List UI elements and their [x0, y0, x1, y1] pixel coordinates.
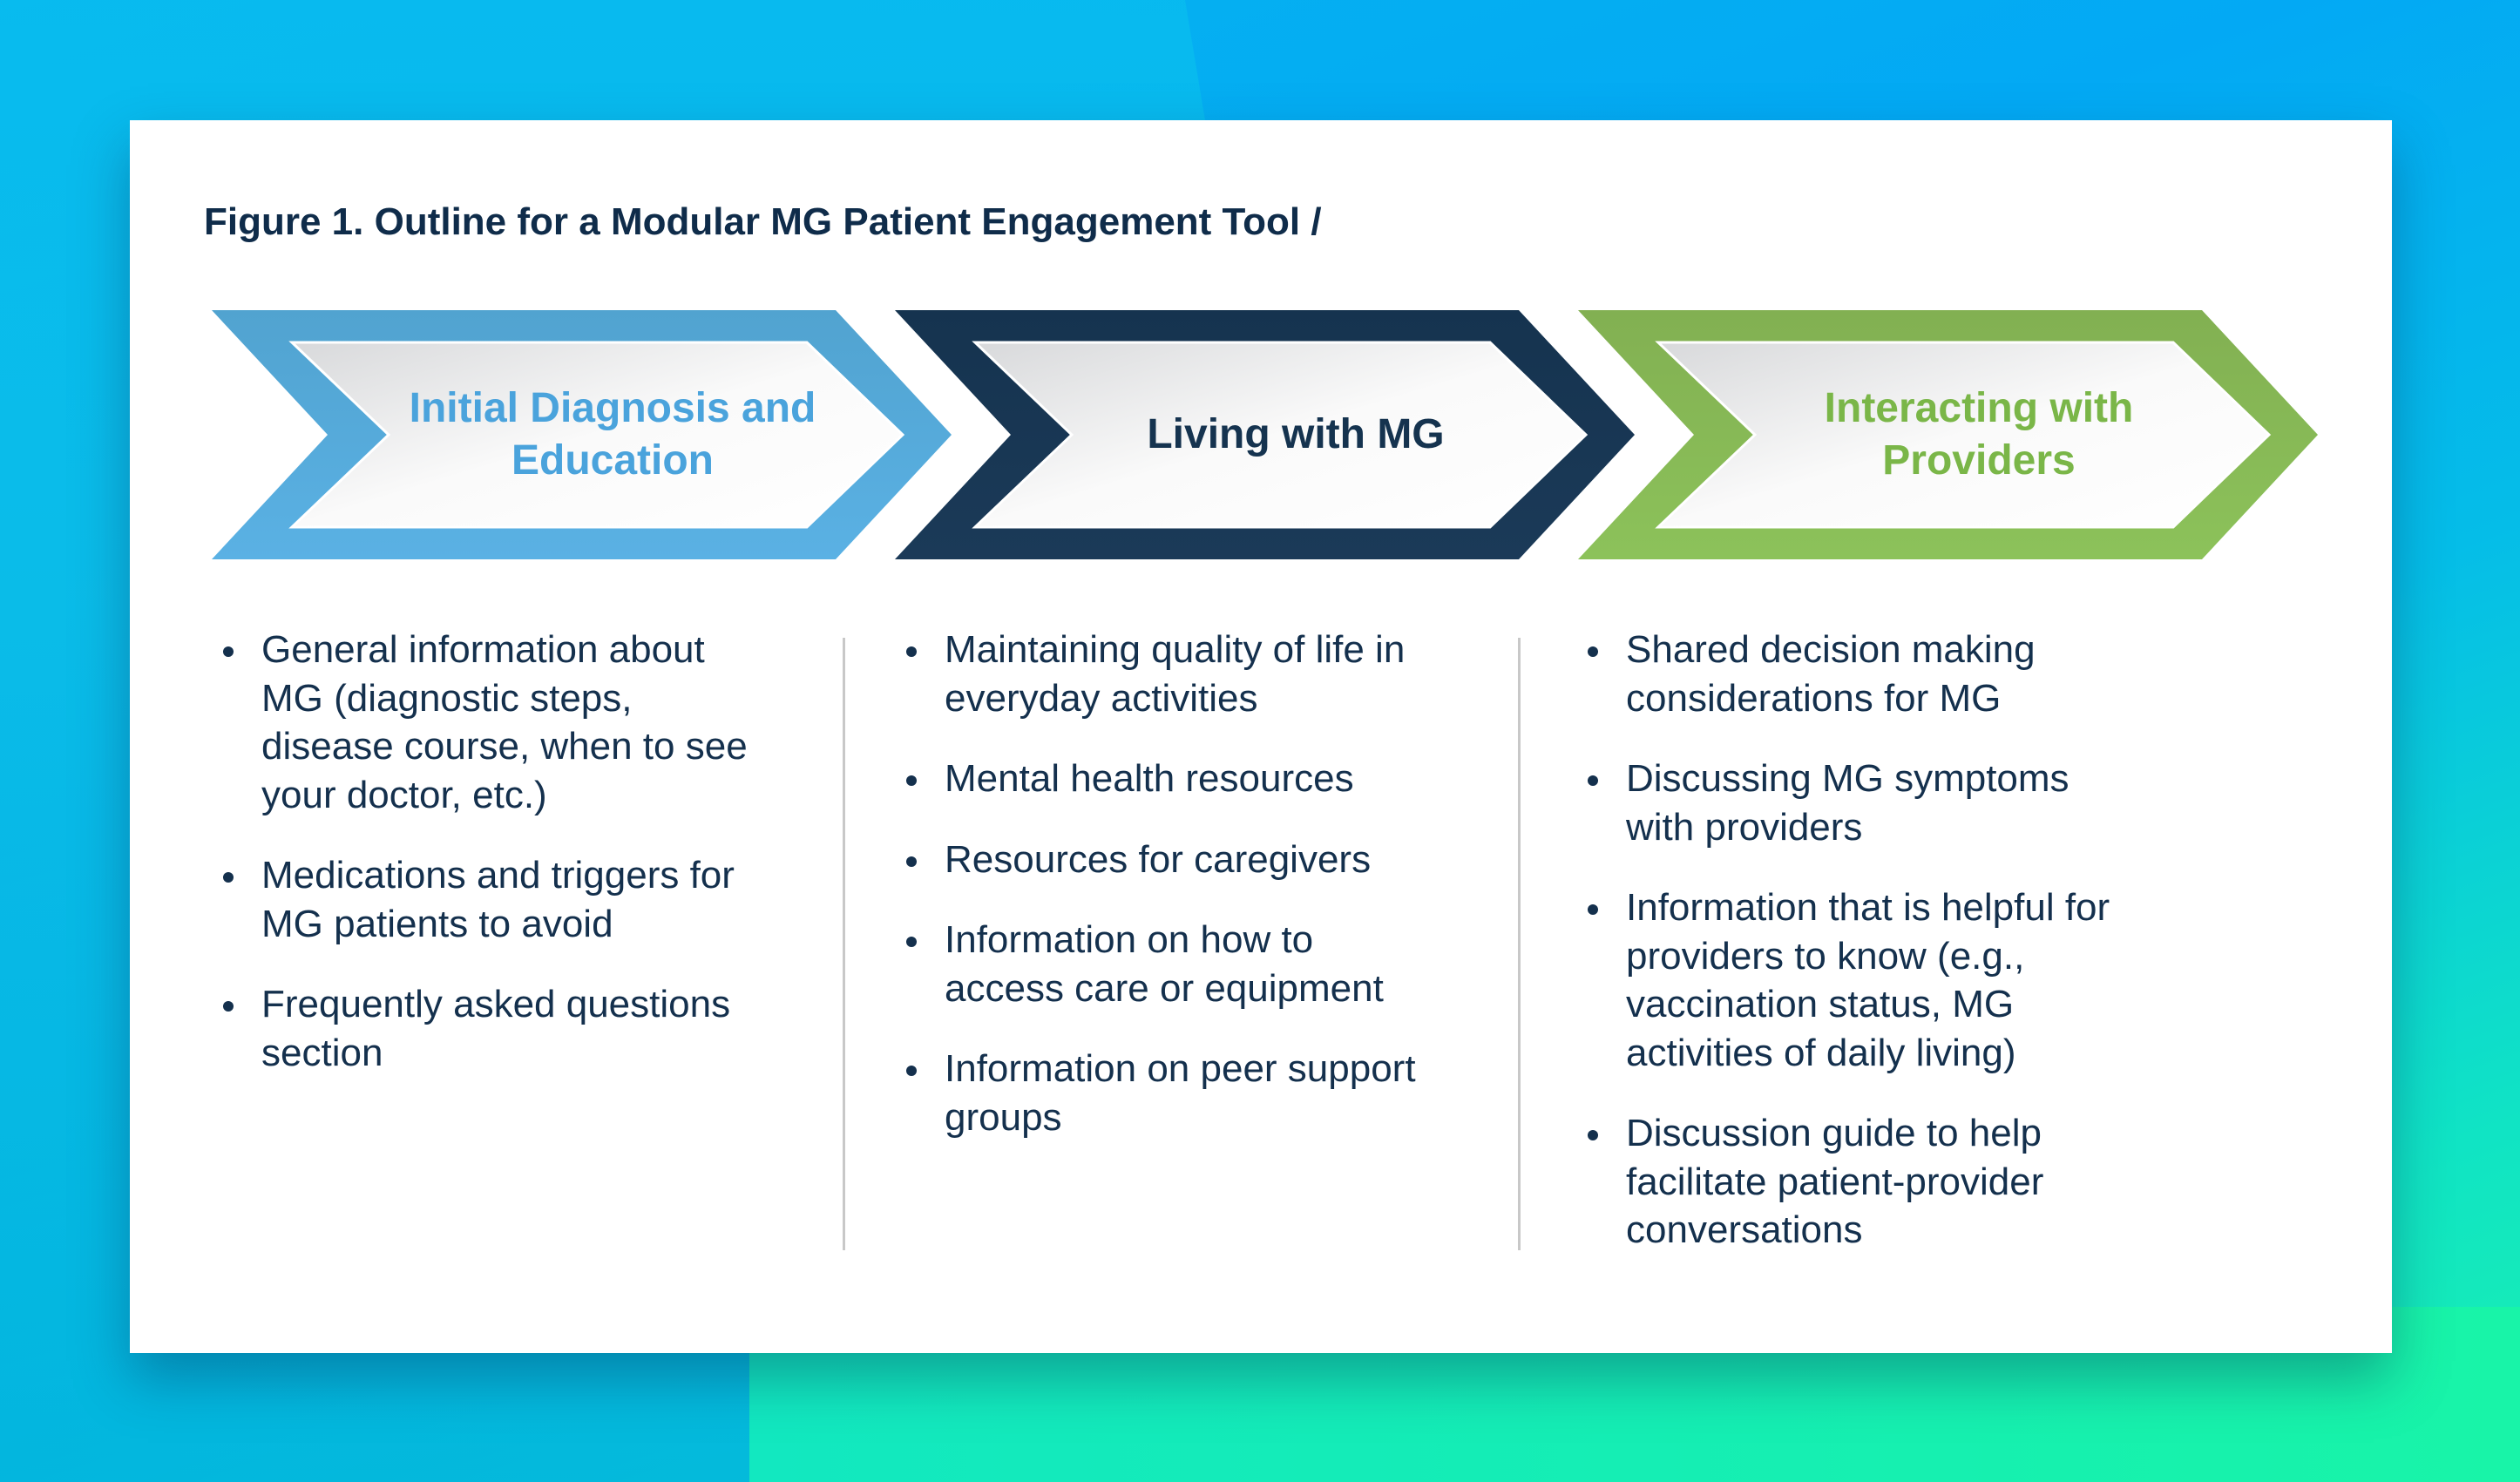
list-item: Shared decision making considerations fo… [1582, 626, 2123, 722]
list-item: Resources for caregivers [901, 836, 1441, 884]
chevron-3: Interacting with Providers [1578, 310, 2318, 559]
column-divider [1518, 638, 1521, 1250]
figure-title: Figure 1. Outline for a Modular MG Patie… [204, 200, 1322, 243]
bullet-list-2: Maintaining quality of life in everyday … [901, 626, 1441, 1174]
list-item: Mental health resources [901, 755, 1441, 803]
chevron-shape [212, 310, 952, 559]
list-item: Information on how to access care or equ… [901, 916, 1441, 1012]
bullet-list-3: Shared decision making considerations fo… [1582, 626, 2123, 1287]
column-divider [843, 638, 845, 1250]
chevron-1: Initial Diagnosis and Education [212, 310, 952, 559]
list-item: Discussing MG symptoms with providers [1582, 755, 2123, 851]
list-item: Information that is helpful for provider… [1582, 883, 2123, 1077]
chevron-shape [895, 310, 1635, 559]
chevron-shape [1578, 310, 2318, 559]
bullet-list-1: General information about MG (diagnostic… [218, 626, 758, 1109]
chevron-label: Initial Diagnosis and Education [409, 385, 816, 484]
list-item: General information about MG (diagnostic… [218, 626, 758, 819]
chevron-2: Living with MG [895, 310, 1635, 559]
list-item: Discussion guide to help facilitate pati… [1582, 1109, 2123, 1255]
chevron-label: Interacting with Providers [1824, 385, 2134, 484]
chevron-label: Living with MG [1147, 411, 1445, 457]
list-item: Medications and triggers for MG patients… [218, 851, 758, 948]
list-item: Frequently asked questions section [218, 980, 758, 1077]
list-item: Information on peer support groups [901, 1045, 1441, 1141]
list-item: Maintaining quality of life in everyday … [901, 626, 1441, 722]
